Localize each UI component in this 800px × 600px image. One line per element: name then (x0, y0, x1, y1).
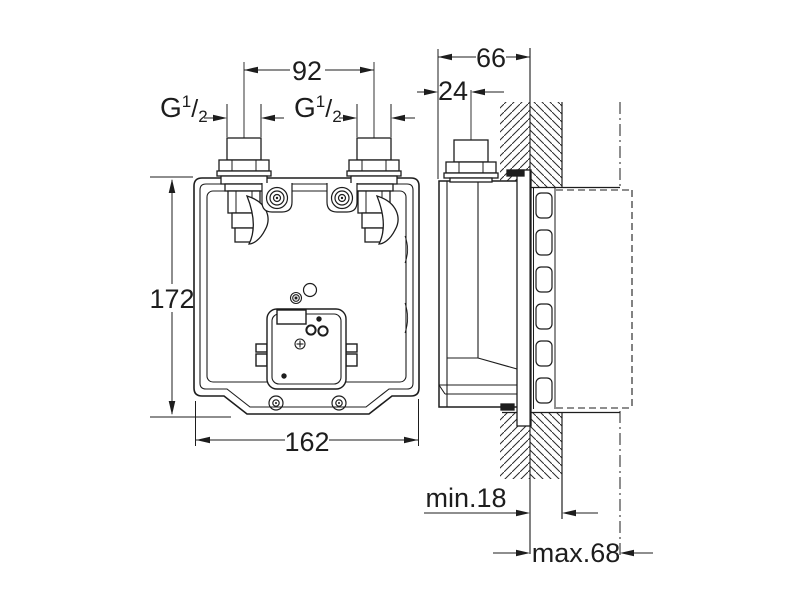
thread-label-left: G1/2 (160, 92, 284, 137)
flange-seal-top (506, 169, 525, 177)
module-notch (276, 309, 307, 325)
right-valve-lever (375, 194, 399, 245)
dimension-total-depth: 66 (437, 43, 530, 179)
dimensions: 92 G1/2 G1/2 66 (149, 43, 653, 568)
bottom-screw-left (268, 395, 284, 411)
electronics-module (255, 308, 358, 390)
dimension-pipe-spacing: 92 (244, 56, 374, 86)
wall-cross-section (500, 102, 633, 559)
max-finish-outline-dashed (556, 189, 633, 409)
wall-hatch-bottom-right (530, 413, 562, 479)
module-clip-left (255, 343, 268, 353)
left-hex-nut (218, 159, 270, 172)
side-pipe-tube (453, 139, 489, 163)
dimension-max-finish: max.68 (493, 538, 653, 568)
dimension-height: 172 (149, 176, 231, 418)
left-pipe-tube (226, 137, 262, 161)
side-view-body (438, 180, 520, 408)
dimension-width: 162 (195, 399, 419, 457)
level-indicator-hole (302, 282, 318, 298)
dimension-24-label: 24 (438, 76, 468, 106)
side-view (438, 90, 556, 427)
extension-sleeve-segments (533, 187, 556, 409)
dimension-66-label: 66 (476, 43, 506, 73)
side-mounting-flange (500, 169, 532, 427)
module-screw (294, 338, 306, 350)
dimension-172-label: 172 (149, 284, 194, 314)
right-hex-nut (348, 159, 400, 172)
thread-label-right: G1/2 (294, 92, 415, 137)
dimension-max68-label: max.68 (532, 538, 621, 568)
right-valve-assembly (346, 137, 402, 245)
dimension-min18-label: min.18 (425, 483, 506, 513)
dimension-min-finish: min.18 (424, 483, 598, 517)
bottom-screw-right (331, 395, 347, 411)
left-valve-assembly (216, 137, 272, 245)
side-pipe-connection (443, 139, 499, 183)
adjustment-screw-icon (289, 291, 303, 305)
flange-seal-bottom (500, 403, 515, 411)
mounting-ear-right (326, 183, 358, 213)
dimension-162-label: 162 (284, 427, 329, 457)
mounting-ear-left (261, 183, 293, 213)
thread-size-label-left: G1/2 (160, 92, 208, 126)
side-pipe-hex-nut (445, 161, 497, 174)
dimension-92-label: 92 (292, 56, 322, 86)
right-pipe-tube (356, 137, 392, 161)
thread-size-label-right: G1/2 (294, 92, 342, 126)
wall-hatch-top-right (530, 102, 562, 187)
module-clip-right (345, 343, 358, 353)
side-pipe-washer (443, 172, 499, 179)
front-view (193, 62, 420, 415)
side-pipe-collar (449, 177, 493, 183)
dimension-pipe-offset: 24 (417, 76, 504, 106)
